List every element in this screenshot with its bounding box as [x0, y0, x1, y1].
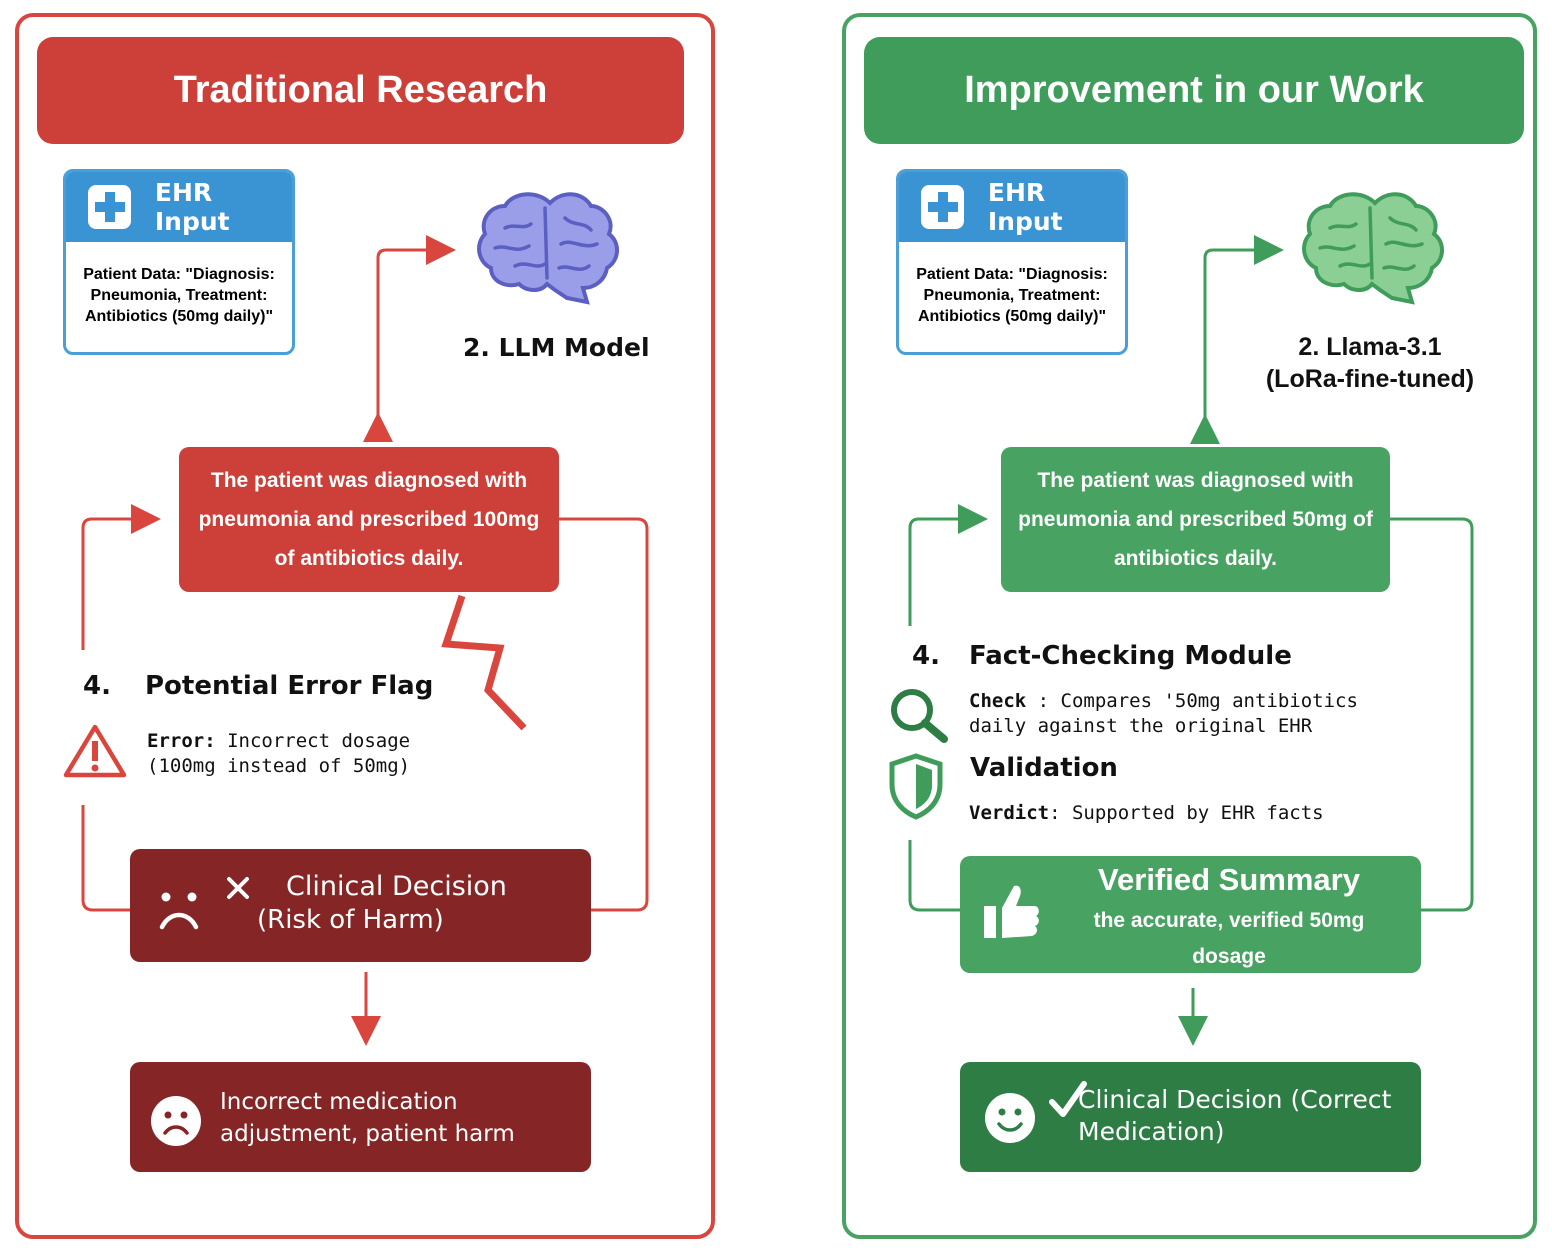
- ehr-title: EHR Input: [154, 178, 230, 236]
- thumbs-up-icon: [984, 885, 1039, 938]
- error-description: Incorrect dosage (100mg instead of 50mg): [147, 730, 411, 777]
- sad-face-icon: [151, 1096, 201, 1146]
- smile-icon: [985, 1093, 1035, 1143]
- check-icon: [1049, 1081, 1087, 1117]
- validation-title: Validation: [970, 753, 1118, 783]
- decision-text: Clinical Decision (Correct Medication): [1078, 1085, 1392, 1146]
- ehr-text: Patient Data: "Diagnosis: Pneumonia, Tre…: [83, 266, 275, 325]
- check-label: Check: [969, 690, 1027, 712]
- right-module-number: 4.: [912, 641, 940, 671]
- medical-cross-icon: [88, 185, 131, 229]
- verdict-text: Verdict: Supported by EHR facts: [969, 801, 1419, 826]
- right-ehr-input: EHR Input Patient Data: "Diagnosis: Pneu…: [896, 169, 1128, 355]
- left-clinical-decision: Clinical Decision (Risk of Harm): [130, 849, 591, 962]
- model-variant: (LoRa-fine-tuned): [1265, 365, 1475, 393]
- left-statement: The patient was diagnosed with pneumonia…: [179, 447, 559, 592]
- ehr-text: Patient Data: "Diagnosis: Pneumonia, Tre…: [916, 266, 1108, 325]
- brain-icon: [1302, 192, 1444, 305]
- ehr-header: EHR Input: [899, 172, 1125, 242]
- verified-summary: Verified Summary the accurate, verified …: [960, 856, 1421, 973]
- left-title: Traditional Research: [173, 69, 548, 111]
- decision-subtitle: (Risk of Harm): [257, 905, 444, 935]
- right-header: Improvement in our Work: [864, 37, 1524, 144]
- ehr-title: EHR Input: [987, 178, 1063, 236]
- medical-cross-icon: [921, 185, 964, 229]
- error-label: Error:: [147, 730, 216, 752]
- right-connectors: [908, 235, 1474, 1046]
- left-outcome: Incorrect medication adjustment, patient…: [130, 1062, 591, 1172]
- sad-face-icon: [159, 892, 199, 930]
- right-panel: [842, 13, 1537, 1239]
- decision-title: Clinical Decision: [286, 871, 507, 902]
- left-model-label: 2. LLM Model: [463, 333, 650, 362]
- brain-icon: [477, 192, 619, 305]
- verdict-description: : Supported by EHR facts: [1049, 802, 1324, 824]
- left-header: Traditional Research: [37, 37, 684, 144]
- right-model-label: 2. Llama-3.1 (LoRa-fine-tuned): [1250, 331, 1490, 395]
- shield-icon: [889, 753, 943, 820]
- warning-icon: [63, 724, 127, 778]
- summary-text: the accurate, verified 50mg dosage: [1093, 909, 1365, 968]
- right-module-title: Fact-Checking Module: [969, 641, 1292, 671]
- error-bolt: [441, 594, 527, 731]
- x-mark-icon: [227, 877, 249, 899]
- ehr-header: EHR Input: [66, 172, 292, 242]
- right-clinical-decision: Clinical Decision (Correct Medication): [960, 1062, 1421, 1172]
- model-name: 2. Llama-3.1: [1298, 333, 1442, 361]
- left-connectors: [81, 235, 649, 1046]
- left-ehr-input: EHR Input Patient Data: "Diagnosis: Pneu…: [63, 169, 295, 355]
- left-error-text: Error: Incorrect dosage (100mg instead o…: [147, 729, 437, 779]
- magnifier-icon: [891, 689, 948, 743]
- left-flag-number: 4.: [83, 671, 111, 701]
- summary-title: Verified Summary: [1098, 862, 1360, 897]
- verdict-label: Verdict: [969, 802, 1050, 824]
- right-statement: The patient was diagnosed with pneumonia…: [1001, 447, 1390, 592]
- right-title: Improvement in our Work: [964, 69, 1424, 111]
- left-flag-title: Potential Error Flag: [145, 671, 434, 701]
- outcome-text: Incorrect medication adjustment, patient…: [220, 1089, 515, 1147]
- check-description: : Compares '50mg antibiotics daily again…: [969, 690, 1358, 737]
- left-panel: [15, 13, 715, 1239]
- check-text: Check : Compares '50mg antibiotics daily…: [969, 689, 1419, 739]
